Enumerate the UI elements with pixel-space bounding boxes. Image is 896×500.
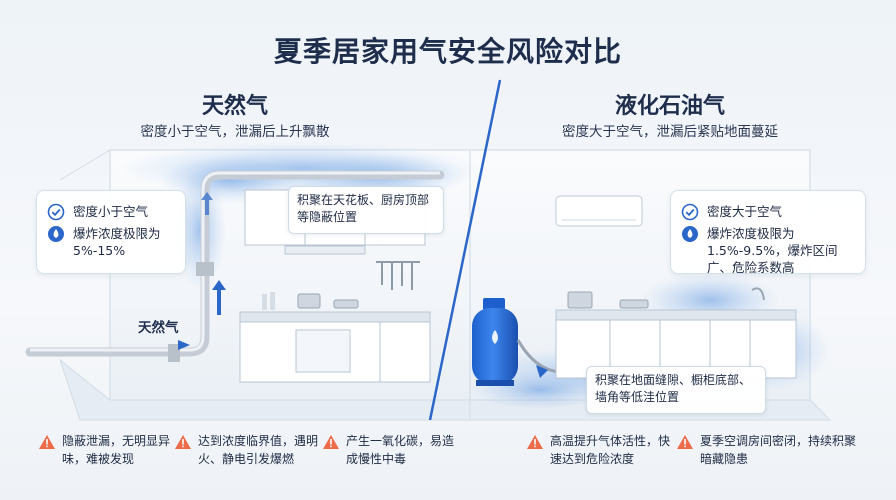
lpg-cylinder [472,298,518,386]
warning-text: 产生一氧化碳，易造成慢性中毒 [346,434,455,466]
rising-arrow-icon [201,192,226,315]
utensils-rack [376,261,420,290]
info-row: 爆炸浓度极限为5%-15% [47,225,175,259]
divider-line [428,79,502,421]
info-text: 密度大于空气 [707,204,783,219]
warning-icon [175,435,191,449]
check-icon [681,203,699,221]
info-row: 密度小于空气 [47,203,175,221]
pipe-joint [196,262,214,276]
info-row: 爆炸浓度极限为1.5%-9.5%，爆炸区间广、危险系数高 [681,225,855,276]
lpg-title: 液化石油气 [614,94,725,119]
natural-gas-subtitle: 密度小于空气，泄漏后上升飘散 [140,124,330,140]
pots-right [567,287,765,309]
flame-icon [48,226,64,242]
warning-item: 夏季空调房间密闭，持续积聚暗藏隐患 [676,432,856,468]
warning-icon [323,435,339,449]
lower-cabinets [239,311,431,383]
info-text: 爆炸浓度极限为1.5%-9.5%，爆炸区间广、危险系数高 [707,226,838,275]
warning-text: 达到浓度临界值，遇明火、静电引发爆燃 [198,434,319,466]
warning-text: 高温提升气体活性，快速达到危险浓度 [550,434,671,466]
pipe-valve [168,344,180,362]
info-row: 密度大于空气 [681,203,855,221]
air-conditioner [555,195,643,227]
pots-left [262,292,359,310]
ceiling-accumulation-callout: 积聚在天花板、厨房顶部等隐蔽位置 [288,186,444,234]
warning-text: 夏季空调房间密闭，持续积聚暗藏隐患 [700,434,857,466]
spread-arrow-icon [536,365,548,378]
warning-item: 产生一氧化碳，易造成慢性中毒 [322,432,462,468]
info-text: 密度小于空气 [73,204,149,219]
natural-gas-title: 天然气 [201,94,268,119]
info-text: 爆炸浓度极限为5%-15% [73,226,161,258]
flame-icon [682,226,698,242]
warning-icon [39,435,55,449]
page-title: 夏季居家用气安全风险对比 [273,35,622,68]
warning-text: 隐蔽泄漏，无明显异味，难被发现 [62,434,171,466]
lpg-subtitle: 密度大于空气，泄漏后紧贴地面蔓延 [562,124,778,140]
natural-gas-info-card: 密度小于空气 爆炸浓度极限为5%-15% [36,190,186,274]
warning-item: 高温提升气体活性，快速达到危险浓度 [526,432,676,468]
warning-icon [527,435,543,449]
natural-gas-pipe-label: 天然气 [138,320,179,336]
lpg-info-card: 密度大于空气 爆炸浓度极限为1.5%-9.5%，爆炸区间广、危险系数高 [670,190,866,276]
warning-item: 达到浓度临界值，遇明火、静电引发爆燃 [174,432,324,468]
floor-accumulation-callout: 积聚在地面缝隙、橱柜底部、墙角等低洼位置 [586,366,766,414]
check-icon [47,203,65,221]
warning-icon [677,435,693,449]
warning-item: 隐蔽泄漏，无明显异味，难被发现 [38,432,170,468]
flow-arrow-icon [178,340,190,350]
